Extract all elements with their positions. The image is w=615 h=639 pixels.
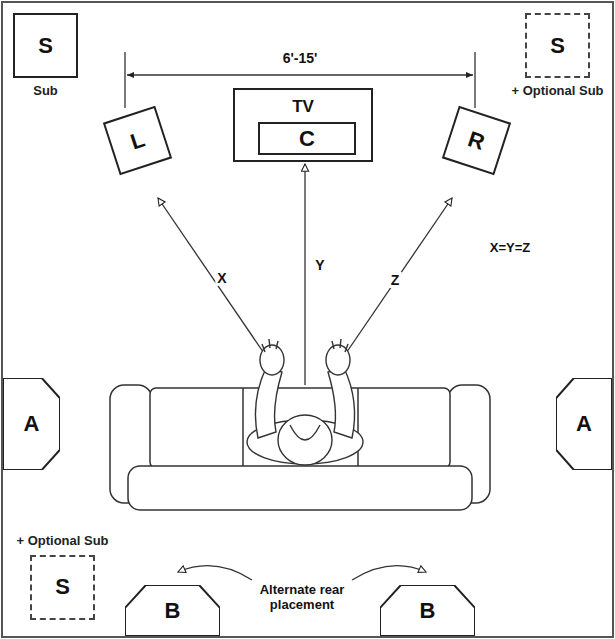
speaker-box: R <box>442 106 511 175</box>
speaker-letter: S <box>38 35 53 57</box>
surround-speaker: A <box>556 378 612 470</box>
speaker-letter: C <box>299 128 315 150</box>
rear-speaker-outline: B <box>125 585 220 636</box>
speaker-shape <box>380 585 475 636</box>
center-speaker-box: C <box>258 122 356 155</box>
note-label: Alternate rear placement <box>244 583 360 613</box>
speaker-letter: TV <box>292 98 314 115</box>
optional-subwoofer-box: + Optional SubS <box>30 534 95 620</box>
distance-label: Z <box>389 272 402 288</box>
center-speaker-box-outline: C <box>258 122 356 155</box>
rear-speaker: B <box>380 585 475 636</box>
speaker-letter: A <box>24 413 40 435</box>
surround-speaker: A <box>3 378 60 470</box>
speaker-box-outline: L <box>103 106 172 175</box>
speaker-letter: R <box>466 128 488 154</box>
listener <box>247 339 363 465</box>
optional-subwoofer-box: S+ Optional Sub <box>525 13 590 99</box>
distance-arrow <box>158 164 452 385</box>
distance-label: Y <box>313 257 326 273</box>
speaker-caption: + Optional Sub <box>510 84 606 99</box>
rear-speaker: B <box>125 585 220 636</box>
surround-speaker-outline: A <box>556 378 612 470</box>
speaker-shape <box>556 378 612 470</box>
subwoofer-box: SSub <box>13 13 78 99</box>
speaker-letter: B <box>420 600 436 622</box>
optional-subwoofer-box-outline: S <box>525 13 590 78</box>
rear-speaker-outline: B <box>380 585 475 636</box>
distance-label: X <box>215 270 228 286</box>
speaker-caption: + Optional Sub <box>15 534 111 549</box>
dimension-label: 6'-15' <box>281 50 320 66</box>
distance-label: X=Y=Z <box>488 241 532 256</box>
speaker-letter: L <box>128 128 148 153</box>
speaker-letter: S <box>55 576 70 598</box>
alternate-arrow <box>178 566 426 580</box>
speaker-letter: A <box>576 413 592 435</box>
speaker-box: L <box>103 106 172 175</box>
subwoofer-box-outline: S <box>13 13 78 78</box>
speaker-shape <box>125 585 220 636</box>
speaker-box-outline: R <box>442 106 511 175</box>
speaker-letter: B <box>165 600 181 622</box>
speaker-caption: Sub <box>0 84 94 99</box>
optional-subwoofer-box-outline: S <box>30 555 95 620</box>
speaker-letter: S <box>550 35 565 57</box>
tv-box: TV C <box>233 88 373 162</box>
couch <box>110 385 490 510</box>
speaker-shape <box>3 378 60 470</box>
surround-speaker-outline: A <box>3 378 60 470</box>
